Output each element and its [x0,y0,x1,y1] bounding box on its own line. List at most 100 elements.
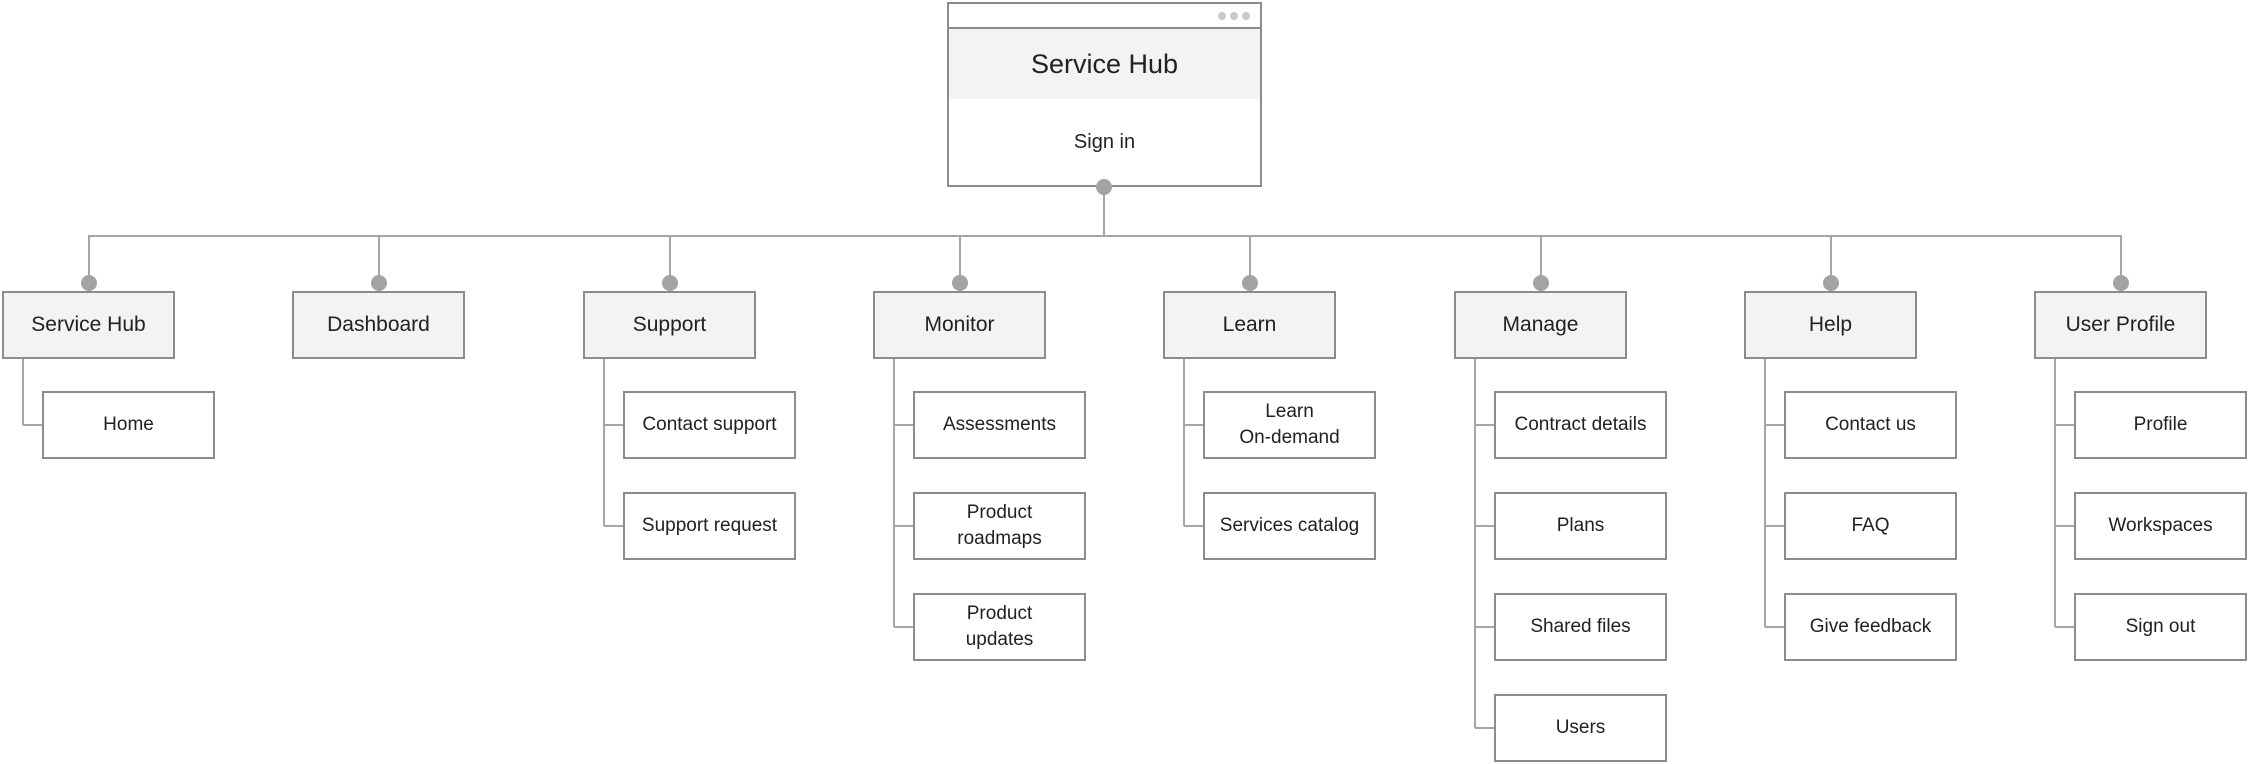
node-service-hub[interactable]: Service Hub [2,291,175,359]
connector-line [894,626,913,628]
connector-line [1830,235,1832,291]
node-label: Product updates [965,603,1034,650]
root-connector-dot [1096,179,1112,195]
connector-line [23,424,42,426]
window-menu-dots-icon [1218,11,1250,20]
node-help[interactable]: Help [1744,291,1917,359]
connector-dot [1533,275,1549,291]
node-profile[interactable]: Profile [2074,391,2247,459]
connector-line [604,424,623,426]
connector-line [1475,424,1494,426]
node-plans[interactable]: Plans [1494,492,1667,560]
node-label: Give feedback [1809,616,1932,637]
node-label: Dashboard [327,313,430,336]
connector-line [1540,235,1542,291]
node-services-catalog[interactable]: Services catalog [1203,492,1376,560]
connector-line [2055,626,2074,628]
connector-line [1475,727,1494,729]
root-page-item-sign-in[interactable]: Sign in [1073,130,1136,153]
node-label: Contact support [642,414,777,435]
node-support[interactable]: Support [583,291,756,359]
node-home[interactable]: Home [42,391,215,459]
node-label: Sign out [2125,616,2196,637]
window-titlebar [949,4,1260,29]
node-label: Assessments [943,414,1056,435]
node-product-roadmaps[interactable]: Product roadmaps [913,492,1086,560]
node-label: Learn [1222,313,1277,336]
node-label: Manage [1502,313,1579,336]
connector-line [1249,235,1251,291]
node-monitor[interactable]: Monitor [873,291,1046,359]
node-learn-on-demand[interactable]: Learn On-demand [1203,391,1376,459]
root-page-title: Service Hub [949,29,1260,99]
connector-line [2054,359,2056,627]
connector-line [2055,525,2074,527]
connector-dot [2113,275,2129,291]
connector-trunk-line [88,235,2122,237]
node-dashboard[interactable]: Dashboard [292,291,465,359]
connector-line [1765,525,1784,527]
node-learn[interactable]: Learn [1163,291,1336,359]
connector-line [604,525,623,527]
node-label: Help [1808,313,1853,336]
node-sign-out[interactable]: Sign out [2074,593,2247,661]
node-label: Services catalog [1219,515,1360,536]
node-label: Service Hub [31,313,146,336]
connector-line [22,359,24,425]
connector-line [1183,359,1185,526]
node-label: Learn On-demand [1239,401,1340,448]
node-contact-support[interactable]: Contact support [623,391,796,459]
connector-line [2055,424,2074,426]
node-label: Contract details [1514,414,1647,435]
root-connector-line [1103,187,1105,236]
node-user-profile[interactable]: User Profile [2034,291,2207,359]
connector-line [1764,359,1766,627]
node-shared-files[interactable]: Shared files [1494,593,1667,661]
node-contract-details[interactable]: Contract details [1494,391,1667,459]
node-contact-us[interactable]: Contact us [1784,391,1957,459]
connector-line [1765,424,1784,426]
node-label: Contact us [1825,414,1916,435]
node-label: Profile [2133,414,2188,435]
node-manage[interactable]: Manage [1454,291,1627,359]
root-page-node[interactable]: Service Hub Sign in [947,2,1262,187]
node-support-request[interactable]: Support request [623,492,796,560]
connector-line [88,235,90,291]
node-product-updates[interactable]: Product updates [913,593,1086,661]
node-faq[interactable]: FAQ [1784,492,1957,560]
connector-line [1475,525,1494,527]
node-workspaces[interactable]: Workspaces [2074,492,2247,560]
node-label: Shared files [1530,616,1631,637]
node-label: Plans [1556,515,1605,536]
node-label: Support request [641,515,778,536]
window-dot-icon [1218,11,1226,20]
connector-line [959,235,961,291]
connector-dot [662,275,678,291]
connector-line [1475,626,1494,628]
connector-dot [1823,275,1839,291]
connector-line [1184,424,1203,426]
connector-line [1765,626,1784,628]
node-give-feedback[interactable]: Give feedback [1784,593,1957,661]
node-label: Home [103,414,154,435]
connector-line [1474,359,1476,728]
connector-line [378,235,380,291]
node-label: User Profile [2065,313,2176,336]
connector-line [1184,525,1203,527]
connector-line [893,359,895,627]
connector-dot [1242,275,1258,291]
node-label: Product roadmaps [957,502,1042,549]
connector-line [894,424,913,426]
node-label: Monitor [924,313,995,336]
window-dot-icon [1230,11,1238,20]
node-assessments[interactable]: Assessments [913,391,1086,459]
connector-dot [952,275,968,291]
node-label: FAQ [1851,515,1890,536]
window-dot-icon [1242,11,1250,20]
node-label: Users [1555,717,1606,738]
node-label: Support [632,313,707,336]
node-users[interactable]: Users [1494,694,1667,762]
node-label: Workspaces [2108,515,2213,536]
connector-line [669,235,671,291]
